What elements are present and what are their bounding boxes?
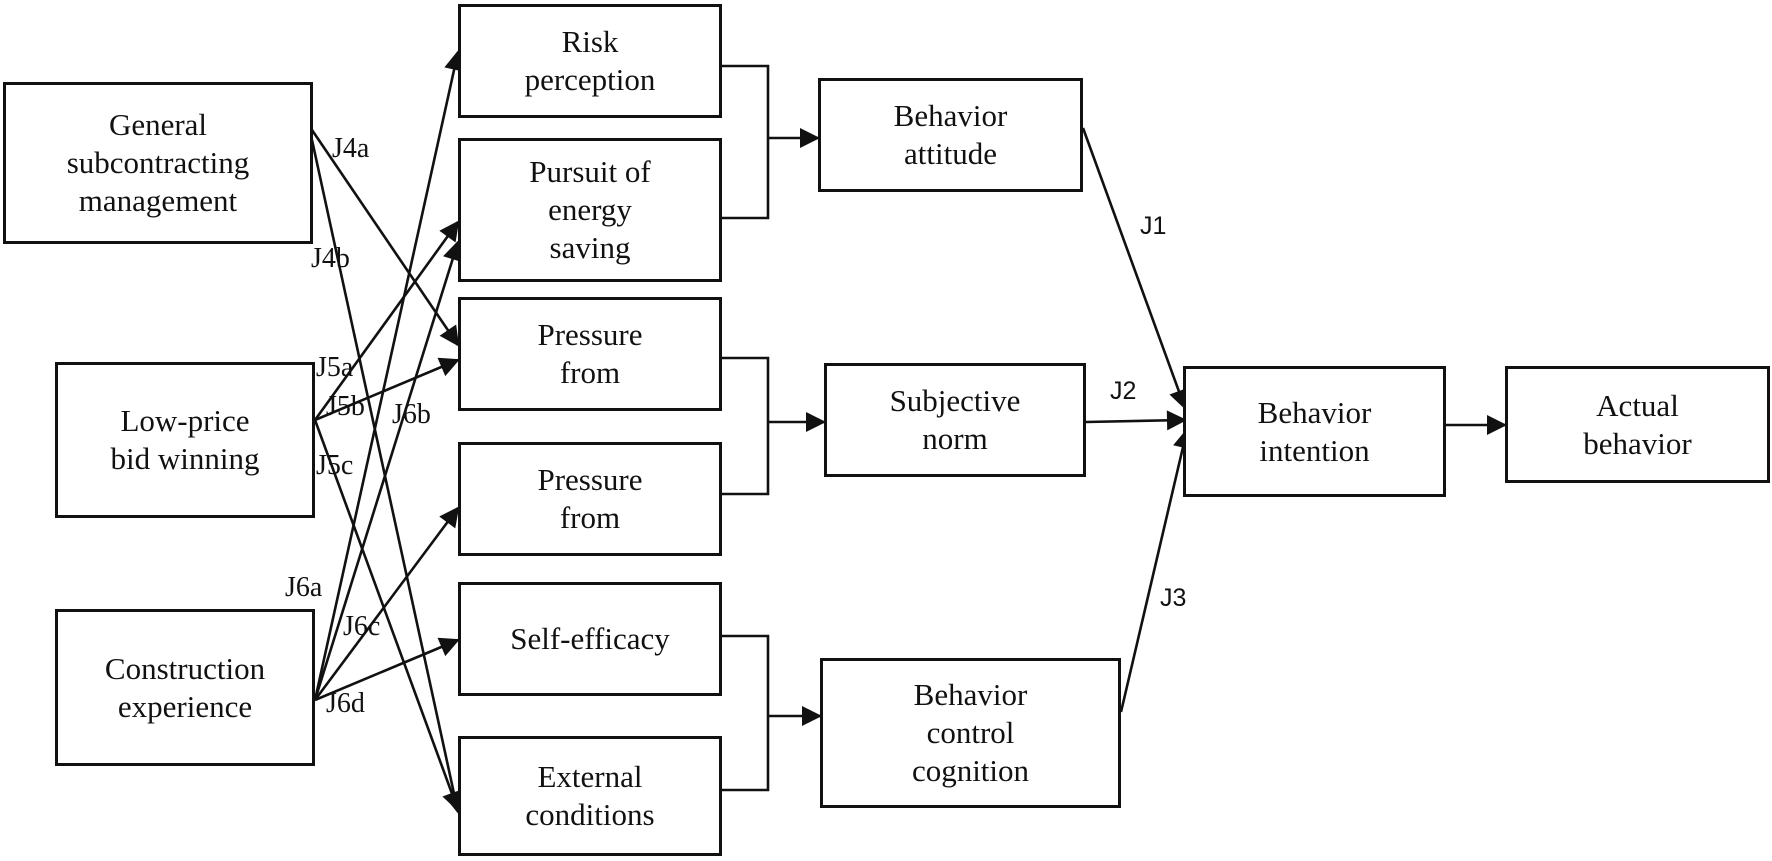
node-pursuit-of-energy-saving: Pursuit of energy saving [458,138,722,282]
edge-j6c [313,506,460,701]
label-j5c: J5c [316,450,354,481]
label-j6c: J6c [343,611,381,642]
label-j5b: J5b [326,391,365,422]
label-j5a: J5a [316,352,354,383]
node-low-price-bid-winning: Low-price bid winning [55,362,315,518]
edge-j5b [314,357,460,422]
edge-j6a [313,50,464,701]
label-j6a: J6a [285,572,323,603]
bracket-attitude [722,64,770,220]
node-general-subcontracting-management: General subcontracting management [3,82,313,244]
label-j4a: J4a [332,133,370,164]
node-pressure-from-2: Pressure from [458,442,722,556]
edge-j6b [313,240,463,701]
label-j1: J1 [1140,212,1167,240]
node-behavior-intention: Behavior intention [1183,366,1446,497]
node-subjective-norm: Subjective norm [824,363,1086,477]
node-pressure-from-1: Pressure from [458,297,722,411]
label-j2: J2 [1110,377,1137,405]
node-self-efficacy: Self-efficacy [458,582,722,696]
edge-j5c [313,419,462,812]
label-j3: J3 [1160,584,1187,612]
node-construction-experience: Construction experience [55,609,315,766]
edge-j3 [1119,428,1193,713]
bracket-control [722,634,770,792]
edge-j2 [1085,410,1187,431]
label-j6b: J6b [392,399,431,430]
edge-j5a [313,220,460,421]
edge-j6d [314,637,460,702]
node-behavior-attitude: Behavior attitude [818,78,1083,192]
node-external-conditions: External conditions [458,736,722,856]
node-behavior-control-cognition: Behavior control cognition [820,658,1121,808]
bracket-norm [722,356,770,496]
edge-j4a [310,129,460,347]
edge-j1 [1081,127,1189,410]
node-actual-behavior: Actual behavior [1505,366,1770,483]
label-j4b: J4b [311,243,350,274]
label-j6d: J6d [326,688,365,719]
node-risk-perception: Risk perception [458,4,722,118]
